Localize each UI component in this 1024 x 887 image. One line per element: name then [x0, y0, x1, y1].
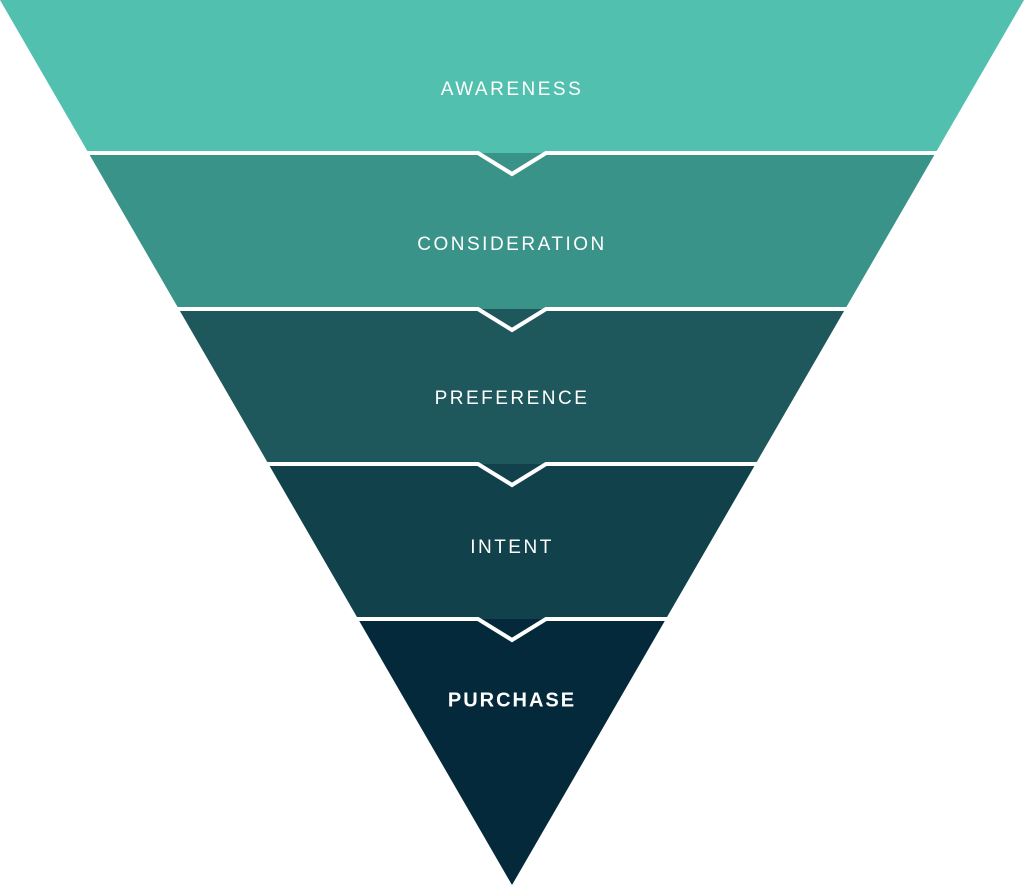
stage-label-consideration: CONSIDERATION: [417, 234, 606, 255]
funnel-band-awareness: [0, 0, 1024, 174]
funnel-band-purchase: [358, 619, 666, 885]
funnel-band-consideration: [88, 153, 936, 330]
funnel-separator: [264, 462, 760, 488]
funnel-separator: [84, 151, 940, 177]
funnel-separator: [174, 307, 850, 333]
stage-label-purchase: PURCHASE: [448, 689, 576, 711]
stage-label-awareness: AWARENESS: [441, 79, 584, 100]
funnel-separators: [84, 151, 940, 643]
funnel-band-intent: [268, 464, 756, 640]
funnel-band-preference: [178, 309, 846, 485]
stage-label-preference: PREFERENCE: [435, 388, 590, 409]
funnel-labels: AWARENESS CONSIDERATION PREFERENCE INTEN…: [417, 79, 606, 711]
stage-label-intent: INTENT: [470, 537, 554, 558]
funnel-separator: [354, 617, 670, 643]
